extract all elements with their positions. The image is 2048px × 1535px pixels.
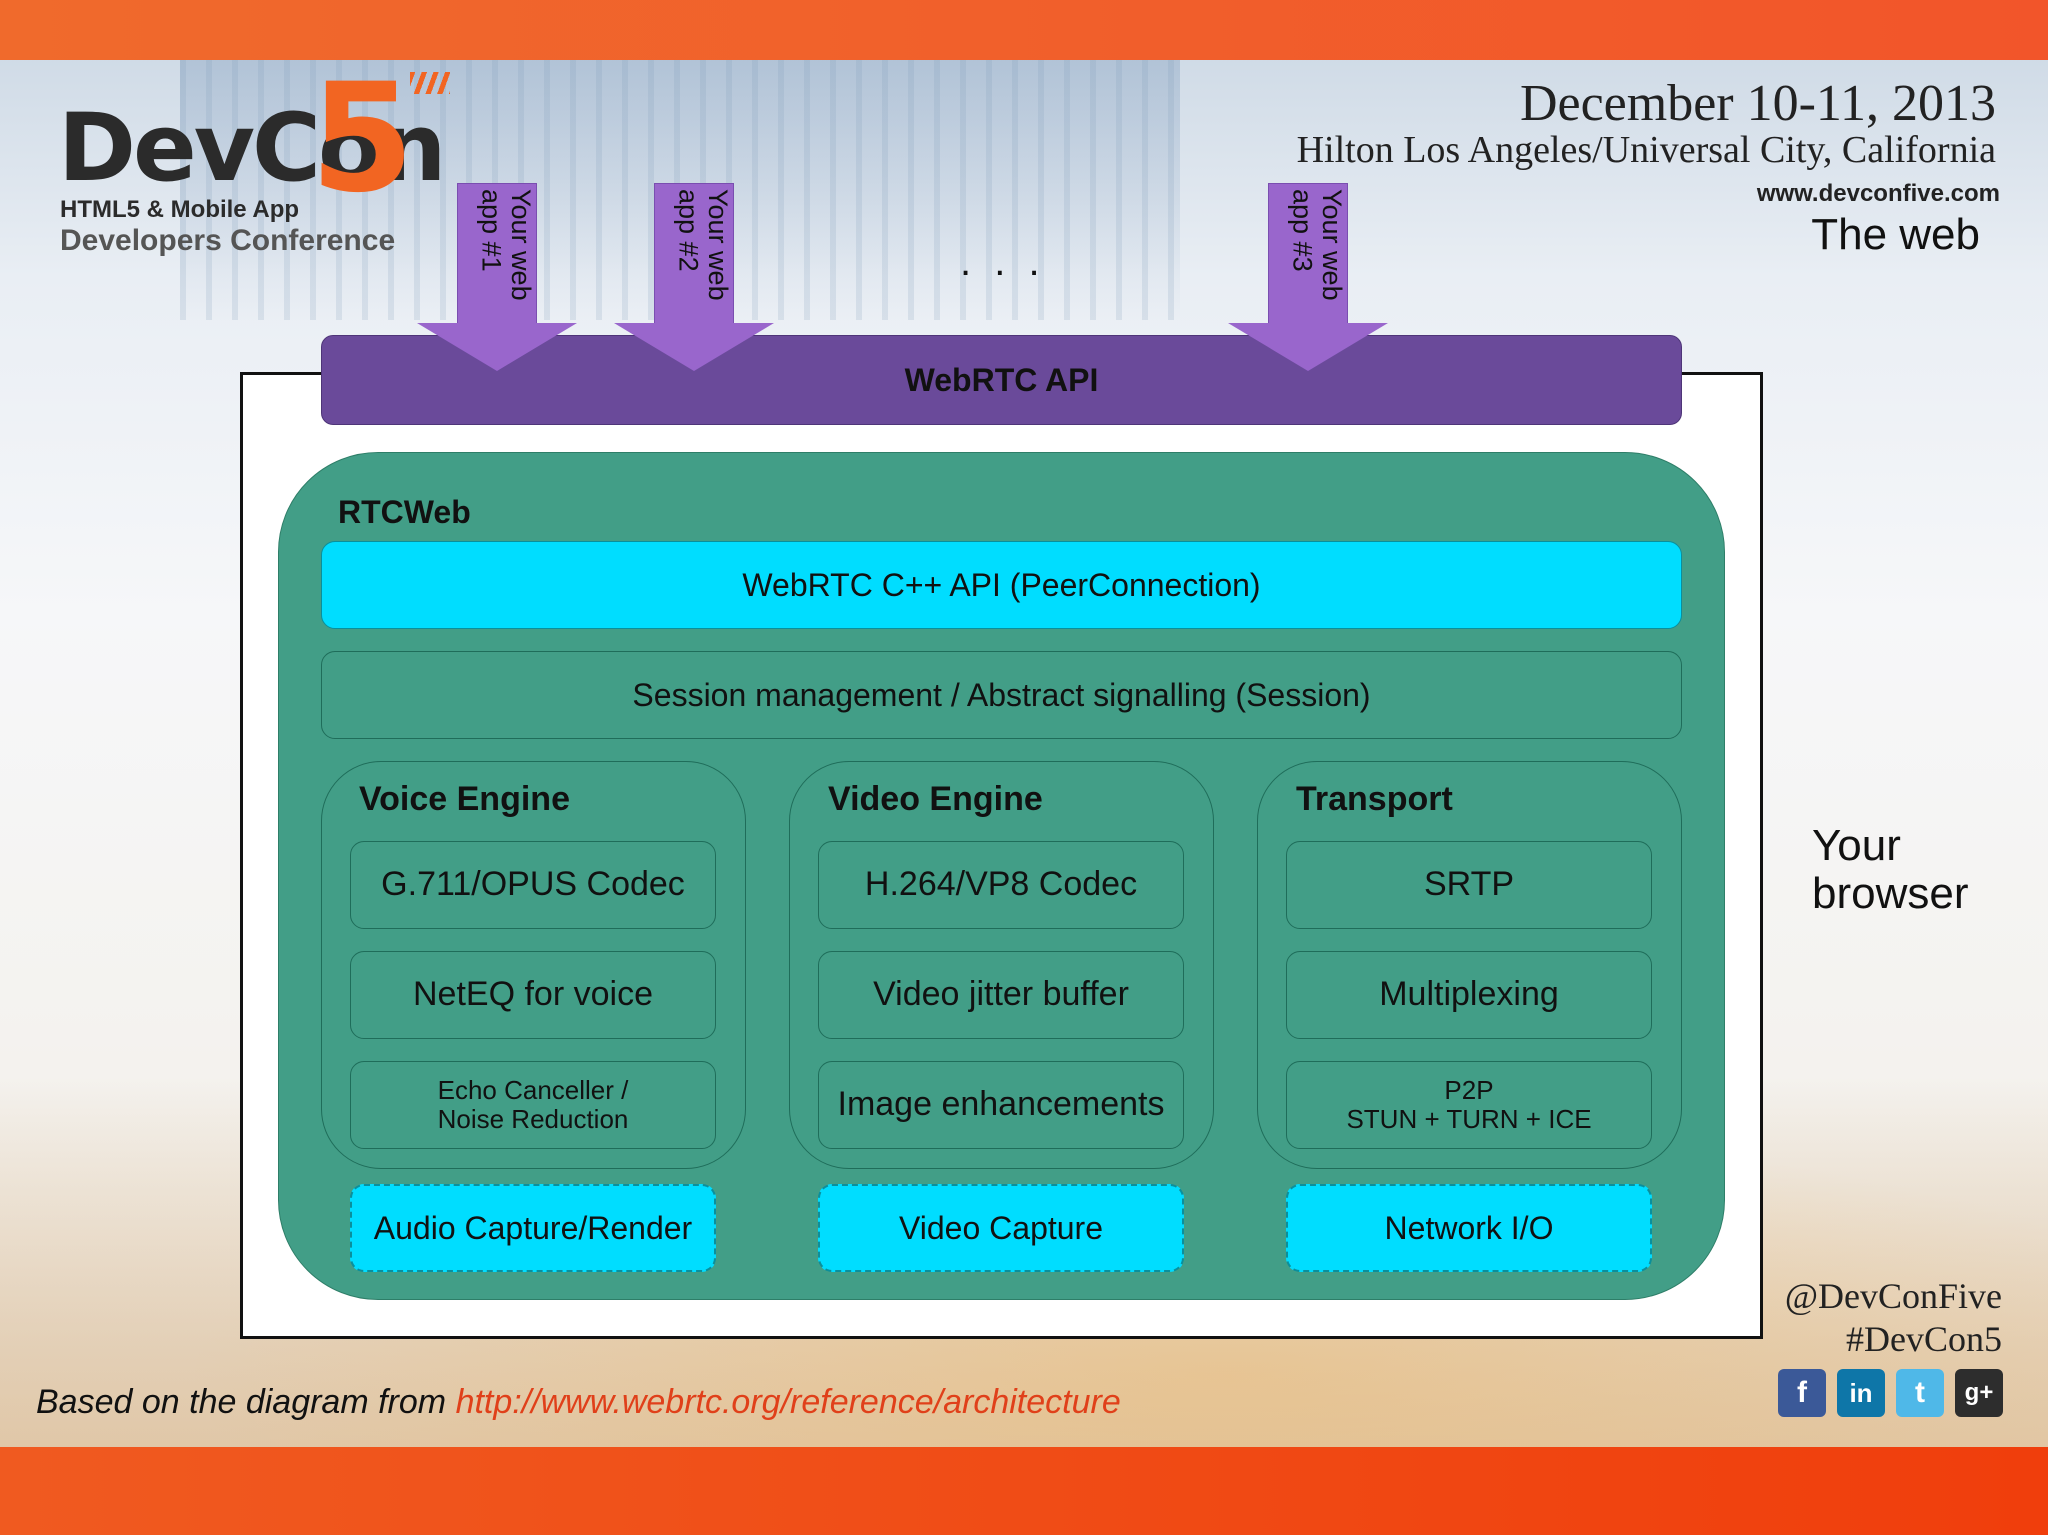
video-codec-box: H.264/VP8 Codec: [818, 841, 1184, 929]
twitter-handle: @DevConFive: [1784, 1276, 2002, 1316]
twitter-icon[interactable]: t: [1896, 1369, 1944, 1417]
srtp-box: SRTP: [1286, 841, 1652, 929]
p2p-box: P2P STUN + TURN + ICE: [1286, 1061, 1652, 1149]
logo-subtitle: HTML5 & Mobile App: [60, 196, 300, 223]
session-management-label: Session management / Abstract signalling…: [632, 676, 1371, 713]
video-capture-box: Video Capture: [818, 1184, 1184, 1272]
source-link[interactable]: http://www.webrtc.org/reference/architec…: [455, 1383, 1121, 1421]
label-the-web: The web: [1811, 210, 1980, 259]
logo-tagline: Developers Conference: [60, 224, 396, 257]
event-date: December 10-11, 2013: [1519, 75, 1996, 132]
top-orange-band: [0, 0, 2048, 60]
video-engine-box: [789, 761, 1214, 1169]
linkedin-icon[interactable]: in: [1837, 1369, 1885, 1417]
web-app-3-label: Your web app #3: [1287, 189, 1347, 301]
webrtc-cpp-api-bar: WebRTC C++ API (PeerConnection): [321, 541, 1682, 629]
logo-five: 5: [310, 52, 415, 226]
web-app-1-label: Your web app #1: [476, 189, 536, 301]
arrow-down-icon: [614, 323, 774, 371]
network-io-box: Network I/O: [1286, 1184, 1652, 1272]
arrow-down-icon: [417, 323, 577, 371]
more-apps-ellipsis: . . .: [960, 240, 1046, 284]
source-note-prefix: Based on the diagram from: [36, 1383, 456, 1421]
jitter-buffer-box: Video jitter buffer: [818, 951, 1184, 1039]
label-your-browser: Your browser: [1812, 821, 1969, 919]
transport-title: Transport: [1296, 780, 1453, 818]
voice-codec-box: G.711/OPUS Codec: [350, 841, 716, 929]
facebook-icon[interactable]: f: [1778, 1369, 1826, 1417]
arrow-shaft: [1268, 183, 1348, 325]
voice-engine-box: [321, 761, 746, 1169]
source-note: Based on the diagram from http://www.web…: [36, 1383, 1121, 1422]
transport-box: [1257, 761, 1682, 1169]
session-management-bar: Session management / Abstract signalling…: [321, 651, 1682, 739]
multiplexing-box: Multiplexing: [1286, 951, 1652, 1039]
voice-engine-title: Voice Engine: [359, 780, 570, 818]
web-app-3-arrow: Your web app #3: [1228, 183, 1388, 371]
video-engine-title: Video Engine: [828, 780, 1043, 818]
event-venue: Hilton Los Angeles/Universal City, Calif…: [1296, 129, 1996, 171]
audio-capture-box: Audio Capture/Render: [350, 1184, 716, 1272]
web-app-2-label: Your web app #2: [673, 189, 733, 301]
rtcweb-title: RTCWeb: [338, 494, 471, 530]
web-app-2-arrow: Your web app #2: [614, 183, 774, 371]
googleplus-icon[interactable]: g+: [1955, 1369, 2003, 1417]
web-app-1-arrow: Your web app #1: [417, 183, 577, 371]
event-website[interactable]: www.devconfive.com: [1756, 180, 2000, 207]
webrtc-api-label: WebRTC API: [904, 361, 1099, 398]
echo-canceller-box: Echo Canceller / Noise Reduction: [350, 1061, 716, 1149]
arrow-down-icon: [1228, 323, 1388, 371]
bottom-orange-band: [0, 1447, 2048, 1535]
logo-ticks-icon: [410, 72, 450, 94]
logo-devcon: DevCon: [58, 94, 447, 203]
neteq-box: NetEQ for voice: [350, 951, 716, 1039]
image-enhancements-box: Image enhancements: [818, 1061, 1184, 1149]
event-hashtag: #DevCon5: [1846, 1319, 2002, 1359]
webrtc-cpp-api-label: WebRTC C++ API (PeerConnection): [742, 566, 1261, 603]
